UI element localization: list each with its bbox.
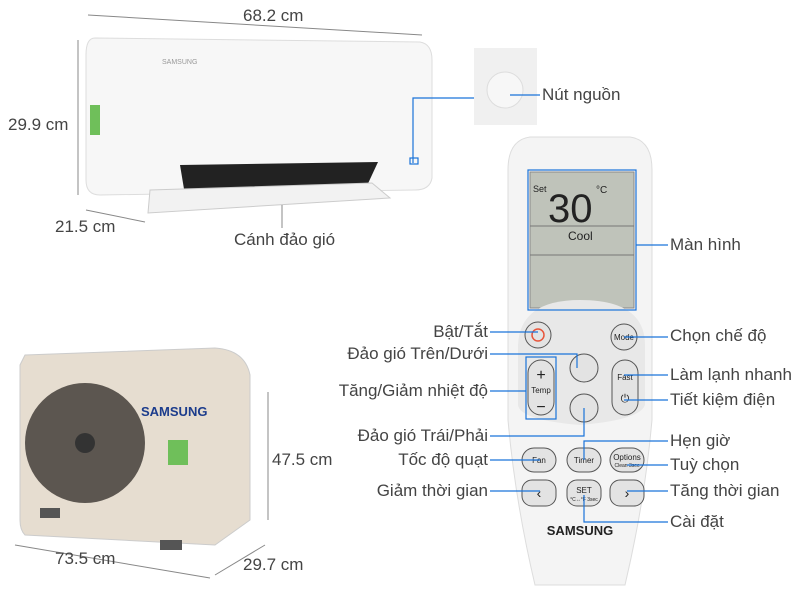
flap-label: Cánh đảo gió: [234, 230, 336, 249]
svg-text:Timer: Timer: [574, 456, 594, 465]
svg-text:−: −: [536, 399, 545, 416]
callout-power: Bật/Tắt: [433, 322, 488, 341]
callout-options: Tuỳ chọn: [670, 455, 740, 474]
outdoor-width-label: 73.5 cm: [55, 549, 116, 568]
power-icon: [531, 328, 545, 342]
svg-text:SAMSUNG: SAMSUNG: [141, 404, 207, 419]
indoor-height-label: 29.9 cm: [8, 115, 69, 134]
outdoor-depth-label: 29.7 cm: [243, 555, 304, 574]
svg-text:‹: ‹: [537, 485, 542, 501]
callout-temp: Tăng/Giảm nhiệt độ: [338, 381, 488, 400]
svg-text:›: ›: [625, 485, 630, 501]
callout-decrease-time: Giảm thời gian: [376, 481, 488, 500]
callout-screen: Màn hình: [670, 235, 741, 254]
svg-text:Cool: Cool: [568, 229, 593, 243]
svg-text:SET: SET: [576, 486, 592, 495]
callout-energy-save: Tiết kiệm điện: [670, 390, 776, 409]
svg-text:SAMSUNG: SAMSUNG: [162, 59, 197, 66]
svg-text:Clean 3sec: Clean 3sec: [614, 463, 640, 469]
svg-text:+: +: [536, 367, 545, 384]
power-button-label: Nút nguồn: [542, 85, 621, 104]
fast-eco-button[interactable]: [611, 359, 639, 416]
svg-text:Temp: Temp: [531, 386, 551, 395]
indoor-depth-label: 21.5 cm: [55, 217, 116, 236]
svg-text:SAMSUNG: SAMSUNG: [547, 523, 613, 538]
svg-text:°C: °C: [596, 185, 607, 196]
swing-vertical-button[interactable]: [569, 353, 599, 383]
svg-text:Fast: Fast: [617, 373, 633, 382]
temp-button[interactable]: [527, 359, 555, 416]
outdoor-height-label: 47.5 cm: [272, 450, 333, 469]
energy-label: [90, 105, 100, 135]
callout-swing-horizontal: Đảo gió Trái/Phải: [357, 426, 488, 445]
callout-swing-vertical: Đảo gió Trên/Dưới: [347, 344, 488, 363]
callout-timer: Hẹn giờ: [670, 431, 731, 450]
callout-mode: Chọn chế độ: [670, 326, 767, 345]
indoor-unit: SAMSUNG: [85, 37, 433, 214]
callout-set: Cài đặt: [670, 512, 724, 531]
left-button[interactable]: [521, 479, 557, 507]
power-icon: [486, 71, 524, 109]
air-flap: [147, 182, 392, 214]
indoor-width-label: 68.2 cm: [243, 6, 304, 25]
svg-text:Options: Options: [613, 453, 641, 462]
svg-text:⏻: ⏻: [621, 393, 630, 405]
right-button[interactable]: [609, 479, 645, 507]
callout-fan-speed: Tốc độ quạt: [398, 450, 488, 469]
power-button[interactable]: [524, 321, 552, 349]
options-button[interactable]: [609, 447, 645, 473]
svg-text:30: 30: [548, 187, 593, 231]
outdoor-unit: SAMSUNG: [19, 347, 251, 550]
svg-text:Set: Set: [533, 184, 547, 194]
lcd-screen: [529, 171, 635, 309]
callout-fast-cool: Làm lạnh nhanh: [670, 365, 792, 384]
callout-increase-time: Tăng thời gian: [670, 481, 780, 500]
